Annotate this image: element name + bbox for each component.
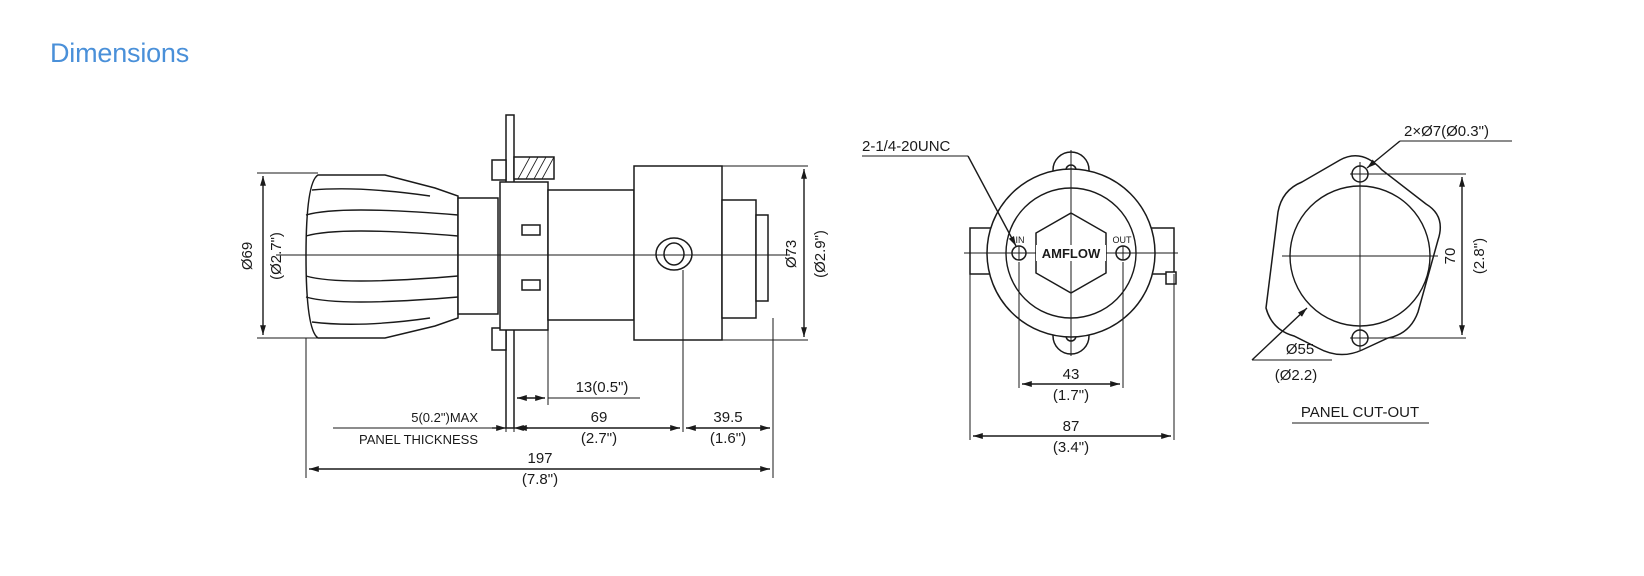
side-view: Ø69 (Ø2.7") Ø73 (Ø2.9") 13(0.5") 5(0.2")… — [239, 114, 829, 488]
len-39-label: 39.5 — [713, 409, 742, 426]
thread-spec-label: 2-1/4-20UNC — [862, 138, 951, 155]
len-197-inch-label: (7.8") — [522, 471, 558, 488]
len-69-inch-label: (2.7") — [581, 430, 617, 447]
side-plug — [1165, 271, 1177, 285]
width-label: 87 — [1063, 418, 1080, 435]
body-dia-inch-label: (Ø2.9") — [812, 230, 829, 278]
port-offset-label: 13(0.5") — [576, 379, 629, 396]
len-69-label: 69 — [591, 409, 608, 426]
body-dia-label: Ø73 — [783, 240, 800, 268]
port-spacing-label: 43 — [1063, 366, 1080, 383]
knob-dia-inch-label: (Ø2.7") — [268, 232, 285, 280]
panel-cutout-view: 2×Ø7(Ø0.3") 70 (2.8") Ø55 (Ø2.2) PANEL C… — [1251, 123, 1512, 424]
knob — [305, 174, 459, 339]
port-in-label: IN — [1016, 235, 1025, 245]
flange-screw-bottom — [521, 279, 541, 291]
cutout-height-label: 70 — [1442, 248, 1459, 265]
port-out-label: OUT — [1113, 235, 1133, 245]
cutout-outline — [1265, 155, 1441, 356]
panel-cutout-title: PANEL CUT-OUT — [1301, 404, 1419, 421]
outlet-nut — [755, 214, 769, 302]
front-view: IN OUT AMFLOW 2-1/4-20UNC 43 (1.7") 87 (… — [862, 138, 1178, 456]
section-title: Dimensions — [50, 38, 190, 68]
flange-screw-top — [521, 224, 541, 236]
outlet-fitting — [721, 199, 757, 319]
brand-logo: AMFLOW — [1042, 246, 1101, 261]
port-spacing-inch-label: (1.7") — [1053, 387, 1089, 404]
cutout-bore-inch-label: (Ø2.2) — [1275, 367, 1318, 384]
cutout-bore-label: Ø55 — [1286, 341, 1314, 358]
width-inch-label: (3.4") — [1053, 439, 1089, 456]
len-197-label: 197 — [527, 450, 552, 467]
main-body — [633, 165, 723, 341]
cutout-height-inch-label: (2.8") — [1471, 238, 1488, 274]
knob-dia-label: Ø69 — [239, 242, 256, 270]
panel-max-label: 5(0.2")MAX — [411, 410, 478, 425]
panel-thickness-label: PANEL THICKNESS — [359, 432, 478, 447]
panel-flange — [499, 181, 549, 331]
bonnet-neck — [457, 197, 499, 315]
len-39-inch-label: (1.6") — [710, 430, 746, 447]
cutout-holes-label: 2×Ø7(Ø0.3") — [1404, 123, 1489, 140]
